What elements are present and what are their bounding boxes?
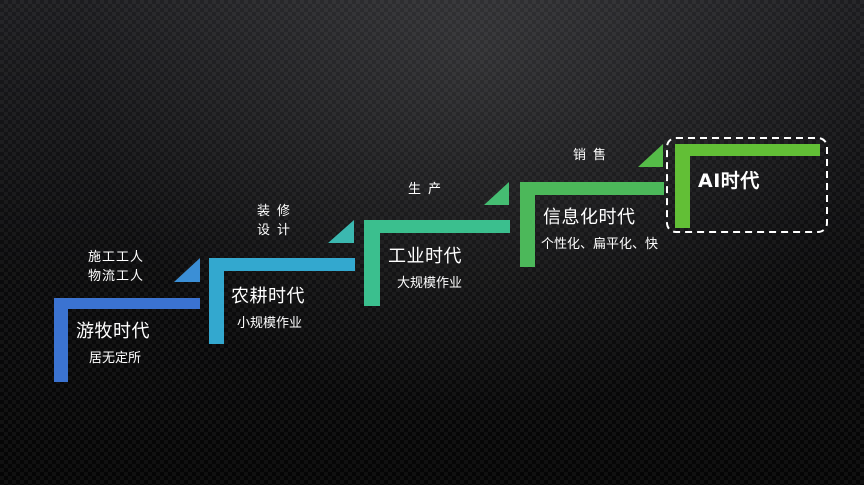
transition-label-4: 销售 bbox=[573, 148, 614, 163]
stage-title-information: 信息化时代 bbox=[543, 207, 636, 228]
stage-step-industrial bbox=[364, 220, 510, 306]
stage-subtitle-agricultural: 小规模作业 bbox=[237, 316, 303, 331]
transition-label-1-line2: 物流工人 bbox=[88, 269, 145, 284]
stage-step-ai bbox=[675, 144, 820, 228]
stage-title-ai: AI时代 bbox=[698, 170, 760, 192]
stage-subtitle-information: 个性化、扁平化、快 bbox=[541, 237, 659, 252]
stage-title-industrial: 工业时代 bbox=[388, 246, 462, 267]
transition-arrow-2 bbox=[328, 220, 354, 243]
transition-label-2-line1: 装修 bbox=[257, 204, 298, 219]
stage-step-nomadic bbox=[54, 298, 200, 382]
stage-subtitle-industrial: 大规模作业 bbox=[397, 276, 463, 291]
stage-subtitle-nomadic: 居无定所 bbox=[89, 351, 142, 366]
stage-title-agricultural: 农耕时代 bbox=[231, 286, 305, 307]
ai-highlight-frame bbox=[666, 137, 828, 233]
stage-step-information bbox=[520, 182, 664, 267]
transition-arrow-1 bbox=[174, 258, 200, 282]
stage-title-nomadic: 游牧时代 bbox=[76, 321, 150, 342]
transition-label-3: 生产 bbox=[408, 182, 449, 197]
transition-arrow-4 bbox=[638, 144, 663, 167]
transition-arrow-3 bbox=[484, 182, 509, 205]
transition-label-1-line1: 施工工人 bbox=[88, 250, 145, 265]
transition-label-2-line2: 设计 bbox=[257, 223, 298, 238]
stage-step-agricultural bbox=[209, 258, 355, 344]
